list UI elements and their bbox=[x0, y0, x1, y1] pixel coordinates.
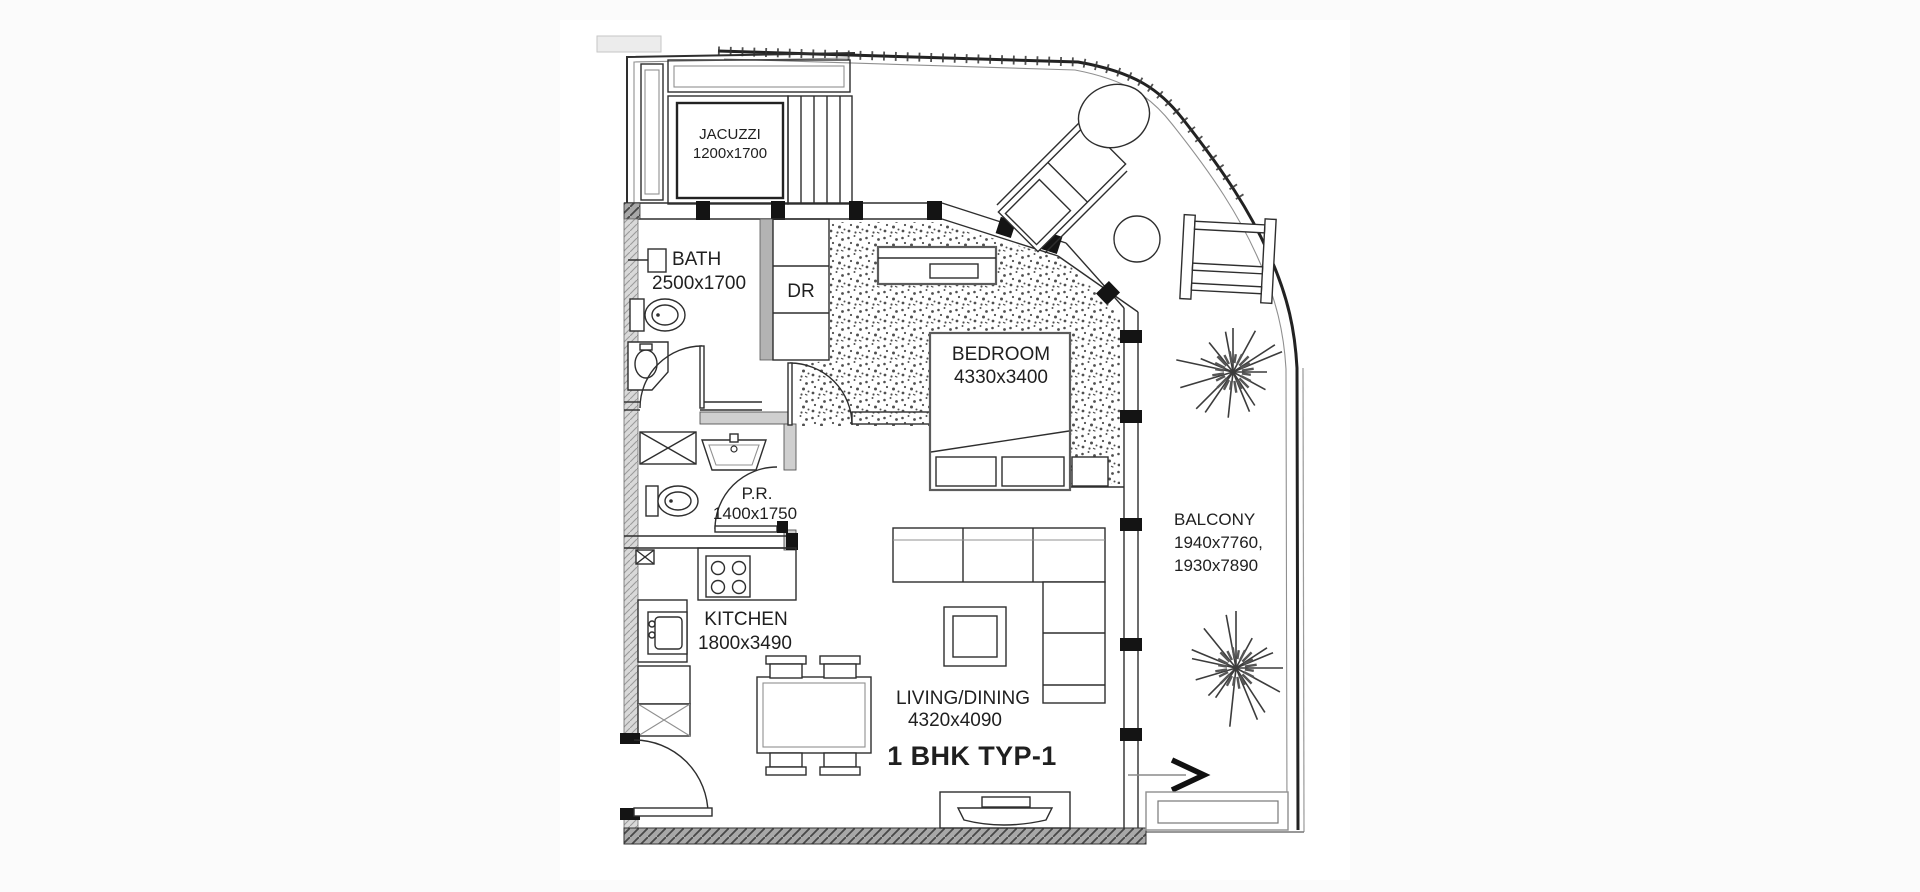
kitchen-counter bbox=[697, 547, 797, 601]
duct-icon bbox=[635, 549, 655, 565]
powder-room-door-leaf bbox=[714, 525, 778, 533]
chair bbox=[823, 752, 857, 768]
powder-room-dimensions: 1400x1750 bbox=[713, 504, 797, 523]
stove-icon bbox=[705, 555, 751, 598]
tv-console bbox=[939, 791, 1071, 829]
bathroom: BATH 2500x1700 bbox=[627, 218, 774, 409]
powder-room: P.R. 1400x1750 bbox=[639, 431, 797, 533]
toilet-icon bbox=[629, 298, 686, 332]
plant-icon bbox=[1191, 611, 1283, 727]
washbasin-icon bbox=[627, 341, 669, 391]
bedroom-dimensions: 4330x3400 bbox=[954, 367, 1048, 388]
bedroom-dresser bbox=[876, 245, 998, 286]
living-dining-dimensions: 4320x4090 bbox=[908, 710, 1002, 731]
boundary-hatch-ticks bbox=[717, 46, 1247, 205]
refrigerator-icon bbox=[637, 665, 691, 737]
nightstand bbox=[1071, 456, 1109, 487]
powder-room-label: P.R. bbox=[742, 484, 773, 503]
bedroom: BEDROOM 4330x3400 bbox=[787, 222, 1120, 492]
bedroom-door-arc bbox=[789, 362, 853, 426]
balcony-label: BALCONY bbox=[1174, 510, 1255, 529]
entry-door-leaf bbox=[633, 807, 713, 817]
bath-door-leaf bbox=[699, 345, 705, 409]
terrace-counter bbox=[667, 59, 851, 93]
jacuzzi-terrace: JACUZZI 1200x1700 bbox=[596, 35, 856, 205]
pillow bbox=[935, 456, 997, 487]
jacuzzi-tub-icon bbox=[675, 101, 785, 200]
entrance-arrow-icon bbox=[1128, 757, 1211, 793]
balcony-dimensions-1: 1940x7760, bbox=[1174, 533, 1263, 552]
washbasin-icon bbox=[701, 433, 767, 471]
chair bbox=[765, 766, 807, 776]
kitchen-label: KITCHEN bbox=[704, 609, 787, 630]
dining-table bbox=[756, 655, 872, 776]
terrace-slats bbox=[787, 95, 853, 205]
shaft-icon bbox=[639, 431, 697, 465]
toilet-icon bbox=[645, 485, 699, 517]
bedroom-label: BEDROOM bbox=[952, 344, 1050, 365]
lounger-icon bbox=[1179, 213, 1277, 305]
kitchen: KITCHEN 1800x3490 bbox=[635, 547, 797, 737]
round-table-icon bbox=[1077, 83, 1151, 149]
living-dining-label: LIVING/DINING bbox=[896, 688, 1030, 709]
kitchen-dimensions: 1800x3490 bbox=[698, 633, 792, 654]
chair bbox=[819, 766, 861, 776]
bath-dimensions: 2500x1700 bbox=[652, 273, 746, 294]
unit-title: 1 BHK TYP-1 bbox=[887, 741, 1056, 771]
bath-label: BATH bbox=[672, 249, 721, 270]
balcony: BALCONY 1940x7760, 1930x7890 bbox=[996, 83, 1289, 831]
planter-box bbox=[1145, 791, 1289, 831]
sofa bbox=[892, 527, 1106, 704]
entry-door bbox=[620, 733, 713, 820]
bath-door-arc bbox=[639, 345, 703, 409]
pillow bbox=[1001, 456, 1065, 487]
jacuzzi-label: JACUZZI bbox=[699, 126, 761, 143]
chair bbox=[819, 655, 861, 665]
powder-room-door-arc bbox=[714, 466, 778, 530]
lounger-icon bbox=[996, 122, 1128, 254]
dressing-room: DR bbox=[772, 218, 830, 361]
bed bbox=[928, 331, 1072, 492]
balcony-dimensions-2: 1930x7890 bbox=[1174, 556, 1258, 575]
jacuzzi-dimensions: 1200x1700 bbox=[693, 145, 767, 162]
bedroom-door-leaf bbox=[787, 362, 793, 426]
bath-fixture-icon bbox=[647, 248, 667, 273]
coffee-table bbox=[943, 606, 1007, 667]
chair bbox=[823, 663, 857, 679]
chair bbox=[765, 655, 807, 665]
sink-icon bbox=[647, 611, 688, 655]
living-dining: LIVING/DINING 4320x4090 1 BHK TYP-1 bbox=[620, 527, 1106, 829]
side-table-icon bbox=[1113, 215, 1161, 263]
dressing-room-label: DR bbox=[787, 281, 814, 302]
terrace-step bbox=[596, 35, 662, 53]
plant-icon bbox=[1176, 328, 1283, 418]
chair bbox=[769, 752, 803, 768]
chair bbox=[769, 663, 803, 679]
